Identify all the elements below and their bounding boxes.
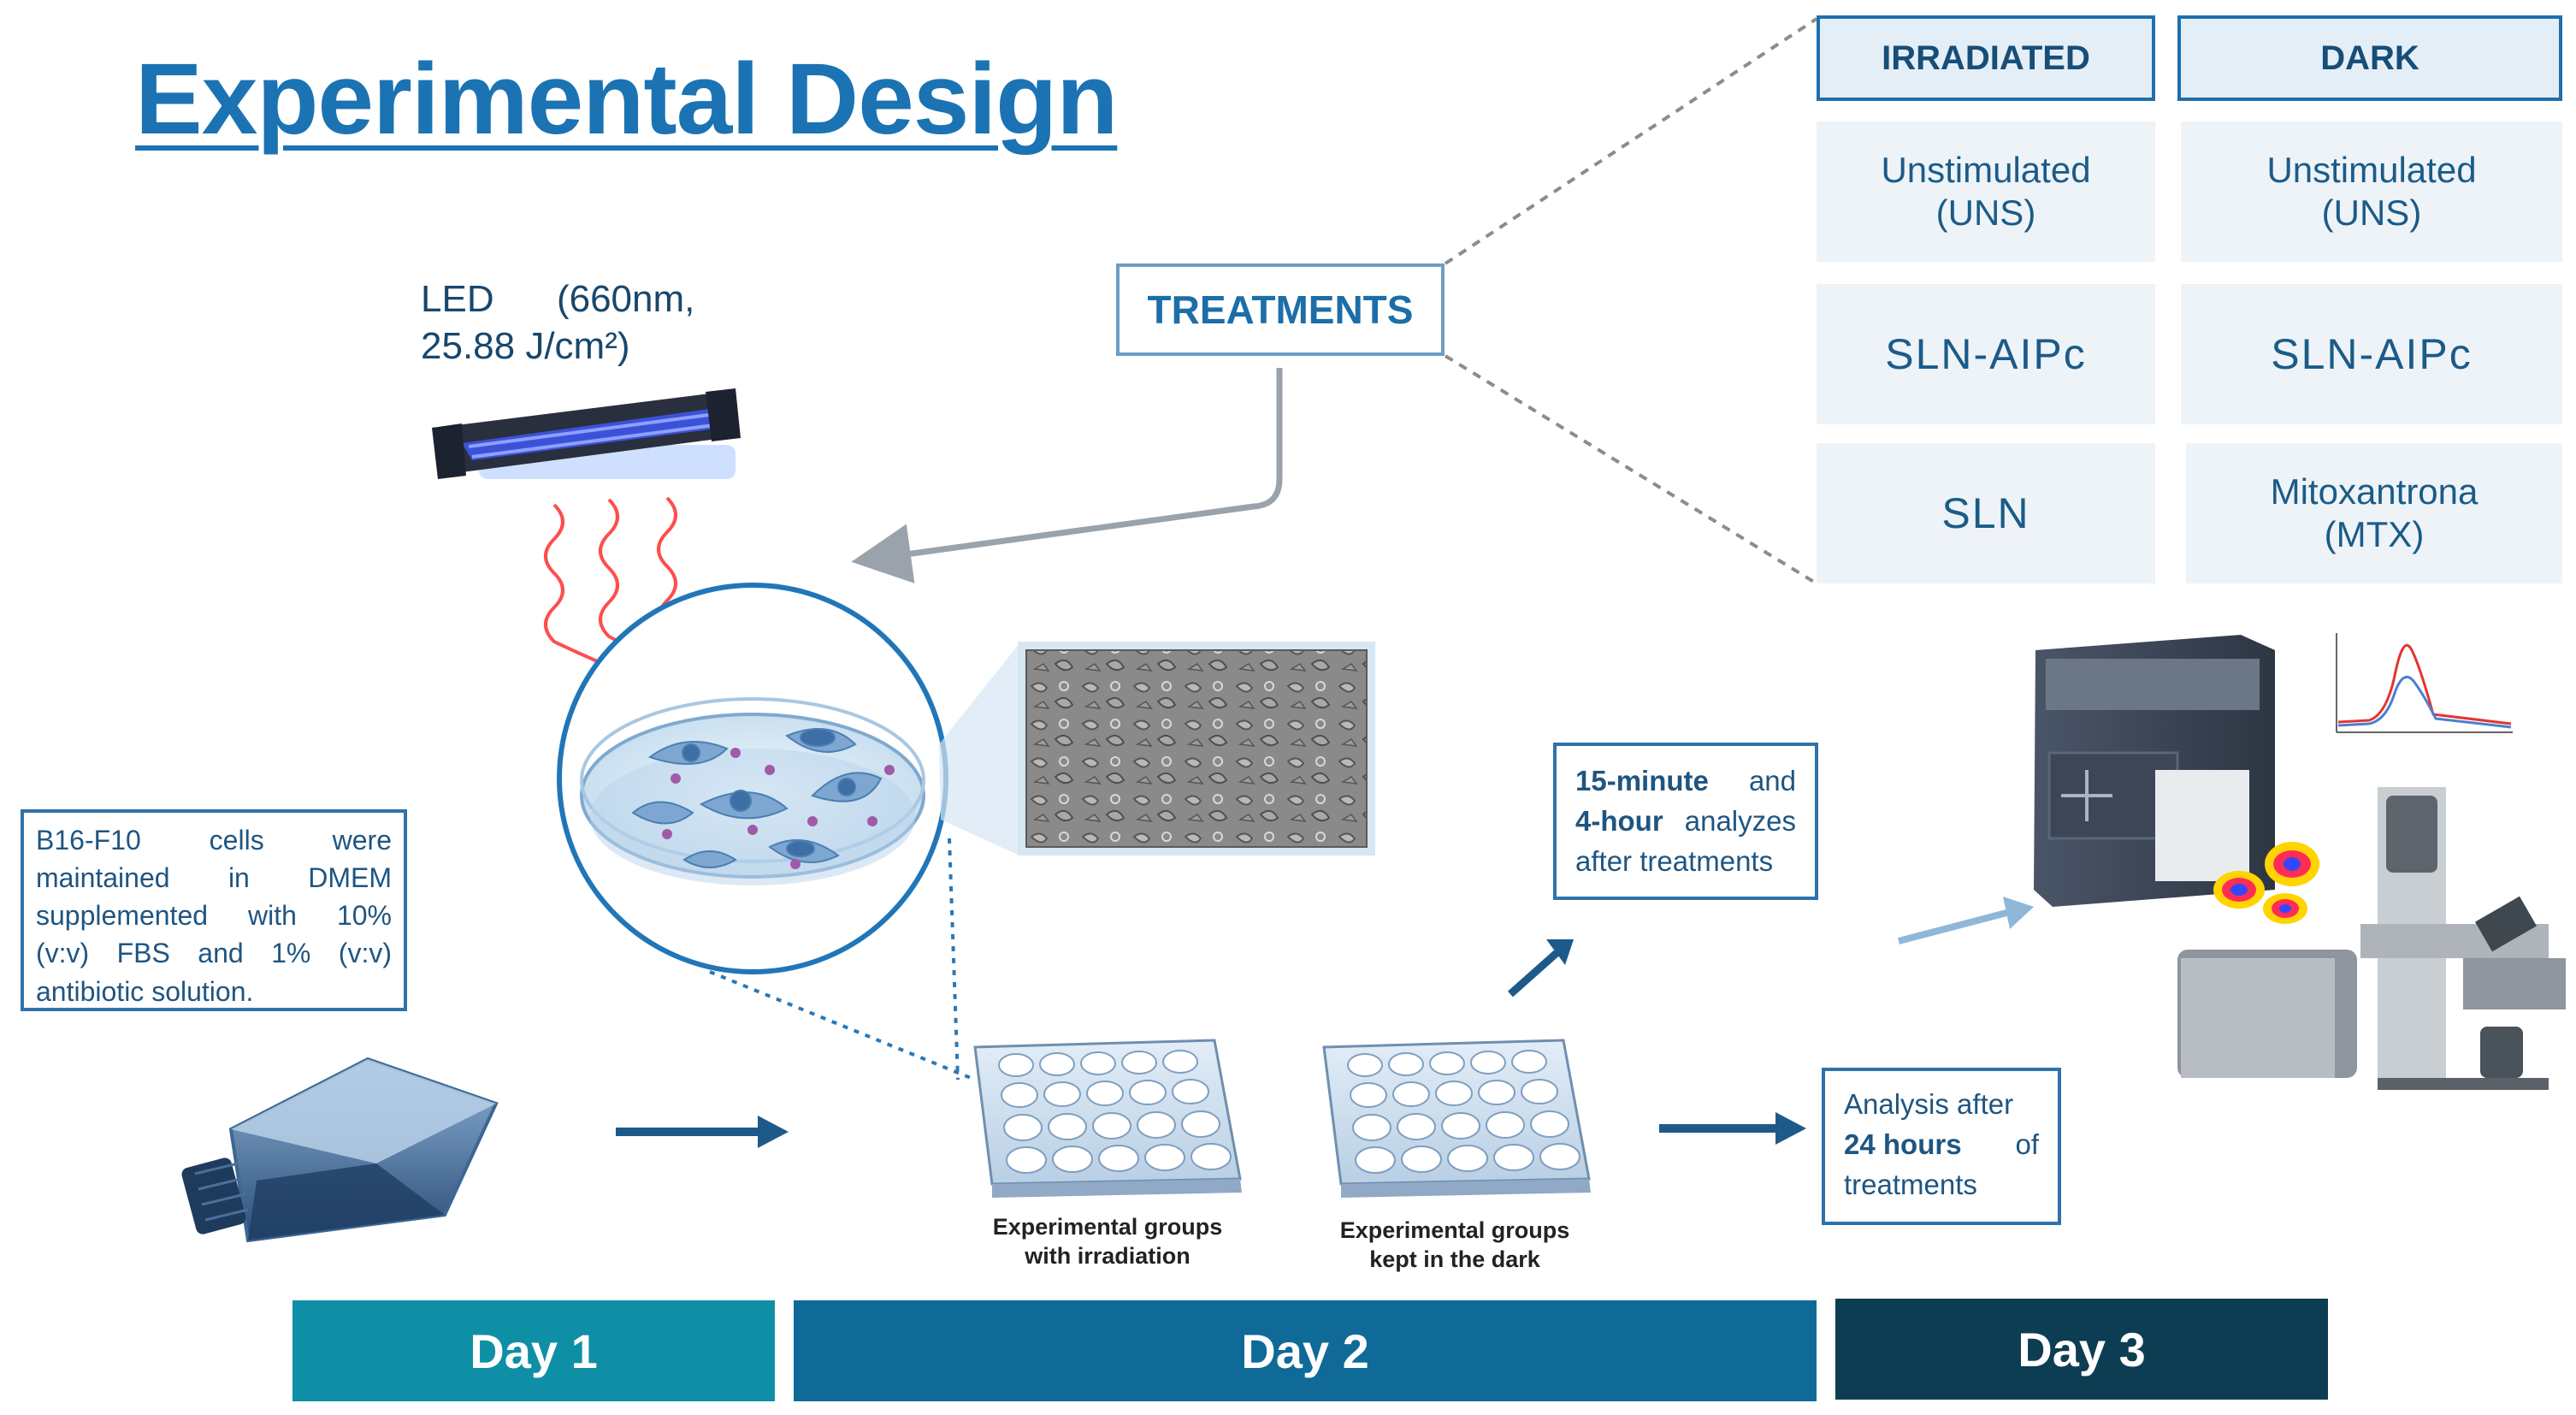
well-plate-icon <box>1322 1039 1591 1198</box>
cell-culture-line: supplemented with 10% <box>36 900 392 932</box>
irradiated-column-header: IRRADIATED <box>1817 15 2155 101</box>
cell-culture-line: (v:v) FBS and 1% (v:v) <box>36 938 392 969</box>
late-analysis-box: Analysis after 24 hours of treatments <box>1822 1068 2061 1225</box>
led-label: LED (660nm, 25.88 J/cm²) <box>421 278 695 367</box>
cell-culture-note: B16-F10 cells were maintained in DMEM su… <box>21 809 407 1011</box>
dark-row-sln-aipc: SLN-AIPc <box>2181 284 2562 424</box>
cell-culture-line: antibiotic solution. <box>36 975 254 1007</box>
early-analysis-time-1: 15-minute <box>1575 765 1709 796</box>
early-analysis-text: after treatments <box>1575 844 1774 877</box>
dark-plate-caption: Experimental groups kept in the dark <box>1339 1217 1570 1272</box>
microscope-icon <box>2177 787 2566 1090</box>
day-1-bar: Day 1 <box>292 1300 775 1401</box>
dark-row-uns: Unstimulated (UNS) <box>2181 121 2562 262</box>
early-analysis-box: 15-minute and 4-hour analyzes after treatm… <box>1553 743 1818 900</box>
late-analysis-time: 24 hours <box>1844 1128 1962 1160</box>
treatments-box: TREATMENTS <box>1116 263 1445 356</box>
early-analysis-text: and <box>1748 765 1796 796</box>
cell-culture-line: B16-F10 cells were <box>36 825 392 856</box>
dark-column-header: DARK <box>2177 15 2562 101</box>
page-title: Experimental Design <box>135 43 1118 156</box>
day-3-bar: Day 3 <box>1835 1299 2328 1400</box>
micrograph-image <box>1018 642 1375 856</box>
irradiated-row-uns: Unstimulated (UNS) <box>1817 121 2155 262</box>
late-analysis-text: Analysis after <box>1844 1088 2014 1120</box>
cell-culture-line: maintained in DMEM <box>36 862 392 894</box>
irradiated-plate-caption: Experimental groups with irradiation <box>992 1214 1223 1269</box>
day-2-bar: Day 2 <box>794 1300 1817 1401</box>
led-lamp-icon <box>432 388 741 479</box>
culture-flask-icon <box>181 1057 499 1243</box>
early-analysis-text: analyzes <box>1684 804 1796 837</box>
dark-row-mtx: Mitoxantrona (MTX) <box>2186 443 2562 583</box>
late-analysis-text: of <box>2015 1128 2039 1160</box>
late-analysis-text: treatments <box>1844 1168 1977 1200</box>
irradiated-row-sln-aipc: SLN-AIPc <box>1817 284 2155 424</box>
petri-dish-icon <box>557 583 948 974</box>
well-plate-icon <box>973 1039 1242 1198</box>
flow-cytometer-icon <box>2034 635 2275 907</box>
spectrum-chart-icon <box>2328 618 2518 744</box>
irradiated-row-sln: SLN <box>1817 443 2155 583</box>
early-analysis-time-2: 4-hour <box>1575 804 1663 837</box>
